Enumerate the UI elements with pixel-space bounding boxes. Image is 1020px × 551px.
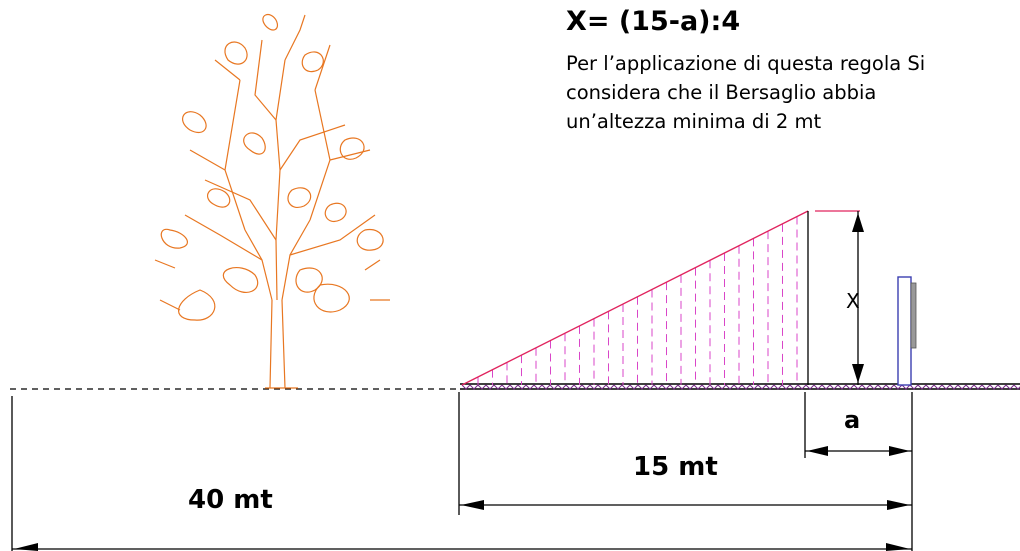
- ground-mark: [981, 384, 991, 390]
- ground-mark: [781, 384, 791, 390]
- ground-mark: [917, 384, 927, 390]
- ground-mark: [909, 384, 919, 390]
- ground-mark: [541, 384, 551, 390]
- ground-mark: [621, 384, 631, 390]
- ground-mark: [533, 384, 543, 390]
- ground-mark: [957, 384, 967, 390]
- ground-mark: [805, 384, 815, 390]
- ground-mark: [701, 384, 711, 390]
- ground-mark: [661, 384, 671, 390]
- ground-mark: [589, 384, 599, 390]
- note-line: un’altezza minima di 2 mt: [566, 110, 822, 133]
- ground-mark: [557, 384, 567, 390]
- ground-mark: [749, 384, 759, 390]
- ground-mark: [845, 384, 855, 390]
- dimension-15: [458, 392, 912, 515]
- ground-mark: [469, 384, 479, 390]
- ground-mark: [1013, 384, 1020, 390]
- ground-mark: [989, 384, 999, 390]
- rule-note: Per l’applicazione di questa regola Si c…: [566, 49, 926, 136]
- target-icon: [897, 276, 917, 386]
- ground-mark: [853, 384, 863, 390]
- ground-mark: [813, 384, 823, 390]
- ground-mark: [797, 384, 807, 390]
- height-dimension: X: [846, 211, 864, 385]
- ground-mark: [869, 384, 879, 390]
- ground-mark: [757, 384, 767, 390]
- ground-mark: [629, 384, 639, 390]
- triangle-hypotenuse: [461, 210, 809, 386]
- distance-15-label: 15 mt: [633, 452, 718, 482]
- ground-mark: [501, 384, 511, 390]
- ground-mark: [1005, 384, 1015, 390]
- ground-mark: [765, 384, 775, 390]
- ground-mark: [965, 384, 975, 390]
- ground-mark: [829, 384, 839, 390]
- ground-mark: [493, 384, 503, 390]
- ground-mark: [605, 384, 615, 390]
- ground-mark: [461, 384, 471, 390]
- ground-mark: [885, 384, 895, 390]
- ground-mark: [933, 384, 943, 390]
- ground-mark: [597, 384, 607, 390]
- ground-mark: [517, 384, 527, 390]
- ground-mark: [485, 384, 495, 390]
- ground-mark: [925, 384, 935, 390]
- ground-marks: [461, 384, 1020, 390]
- ground-mark: [693, 384, 703, 390]
- height-marker-label: X: [846, 289, 860, 313]
- ground-mark: [789, 384, 799, 390]
- triangle-hatching: [477, 216, 798, 385]
- ground-mark: [709, 384, 719, 390]
- ground-mark: [741, 384, 751, 390]
- ground-mark: [669, 384, 679, 390]
- ground-mark: [717, 384, 727, 390]
- ground-mark: [861, 384, 871, 390]
- ground-mark: [645, 384, 655, 390]
- distance-a-label: a: [844, 406, 861, 434]
- ground-mark: [613, 384, 623, 390]
- ground-mark: [549, 384, 559, 390]
- ground-mark: [637, 384, 647, 390]
- note-line: Per l’applicazione di questa regola Si: [566, 52, 926, 75]
- ground-mark: [837, 384, 847, 390]
- distance-40-label: 40 mt: [188, 485, 273, 515]
- ground-mark: [997, 384, 1007, 390]
- ground-mark: [725, 384, 735, 390]
- ground-mark: [893, 384, 903, 390]
- ground-mark: [733, 384, 743, 390]
- ground-mark: [973, 384, 983, 390]
- ground-mark: [573, 384, 583, 390]
- ground-mark: [525, 384, 535, 390]
- ground-mark: [901, 384, 911, 390]
- slope-triangle: [461, 210, 860, 386]
- note-line: considera che il Bersaglio abbia: [566, 81, 877, 104]
- dimension-a: [804, 392, 913, 551]
- ground-mark: [677, 384, 687, 390]
- ground-mark: [685, 384, 695, 390]
- dimension-40: [11, 396, 912, 551]
- ground-mark: [821, 384, 831, 390]
- ground-mark: [477, 384, 487, 390]
- ground-mark: [565, 384, 575, 390]
- ground-mark: [877, 384, 887, 390]
- ground-strip: [460, 383, 1020, 390]
- ground-mark: [949, 384, 959, 390]
- ground-mark: [941, 384, 951, 390]
- tree-icon: [154, 13, 390, 389]
- formula-title: X= (15-a):4: [566, 6, 741, 37]
- ground-mark: [509, 384, 519, 390]
- ground-mark: [773, 384, 783, 390]
- ground-mark: [653, 384, 663, 390]
- ground-mark: [581, 384, 591, 390]
